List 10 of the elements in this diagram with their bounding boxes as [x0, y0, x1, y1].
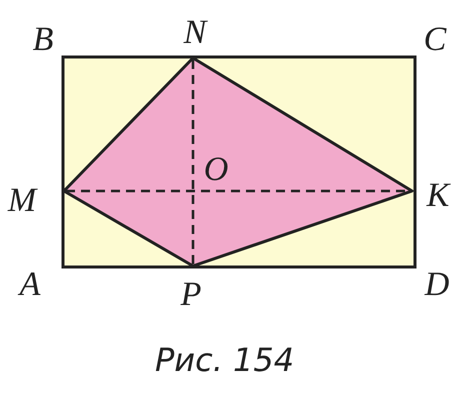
point-label: B	[32, 23, 54, 57]
point-label: K	[426, 179, 450, 213]
point-label: O	[204, 153, 228, 187]
point-label: P	[180, 278, 202, 312]
point-label: M	[8, 184, 36, 218]
point-label: N	[184, 16, 206, 50]
point-label: A	[20, 268, 40, 302]
point-label: C	[424, 23, 446, 57]
point-label: D	[424, 268, 450, 302]
figure-caption: Рис. 154	[155, 340, 294, 380]
